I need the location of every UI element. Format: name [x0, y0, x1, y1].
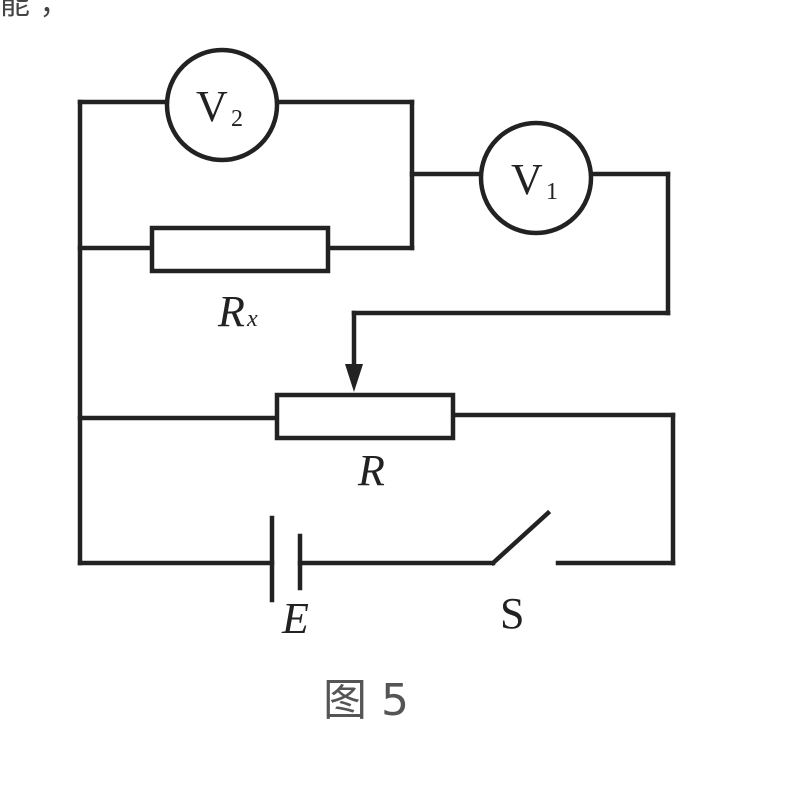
voltmeter-v2-letter: V	[196, 82, 228, 131]
resistor-rx-subscript: x	[246, 306, 258, 332]
switch-letter: S	[500, 589, 524, 638]
voltmeter-v1-circle	[478, 120, 594, 236]
voltmeter-v2: V 2	[164, 47, 280, 163]
rheostat-body	[274, 392, 456, 441]
switch-blade	[489, 509, 552, 567]
rheostat-letter: R	[357, 446, 385, 495]
battery-letter: E	[281, 594, 309, 643]
resistor-rx: R x	[149, 225, 331, 336]
figure-caption: 图 5	[323, 675, 409, 726]
slider-arrow-icon	[345, 364, 363, 392]
voltmeter-v1-subscript: 1	[546, 179, 558, 205]
voltmeter-v1-letter: V	[511, 155, 543, 204]
rheostat-r: R	[274, 364, 456, 495]
resistor-rx-letter: R	[217, 287, 245, 336]
voltmeter-v2-circle	[164, 47, 280, 163]
battery-e: E	[269, 515, 309, 643]
top-partial-text: 能 ，	[0, 0, 70, 22]
resistor-rx-body	[149, 225, 331, 274]
voltmeter-v2-subscript: 2	[231, 106, 243, 132]
switch-s: S	[489, 509, 552, 638]
wires	[77, 99, 676, 566]
voltmeter-v1: V 1	[478, 120, 594, 236]
